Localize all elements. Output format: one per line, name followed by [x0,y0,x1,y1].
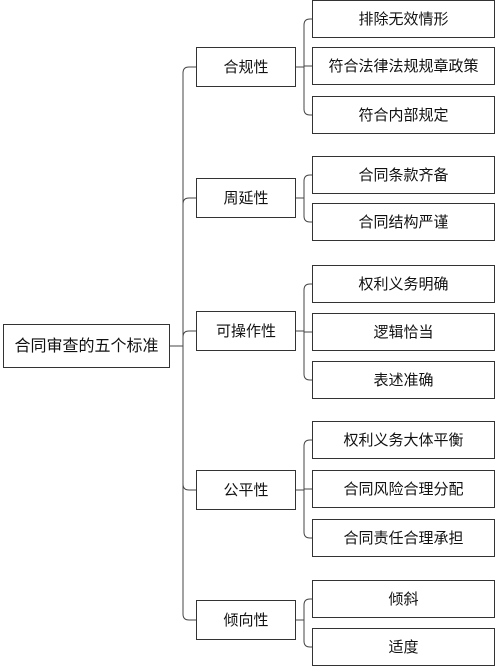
root-connector-branch [182,197,196,205]
leaf-node: 权利义务明确 [312,265,495,303]
leaf-node: 符合内部规定 [312,96,495,134]
category-1-connector-branch [303,215,312,223]
category-node: 周延性 [196,178,296,218]
category-3-connector-branch [303,439,312,447]
root-connector-branch [182,613,196,621]
leaf-node: 排除无效情形 [312,0,495,38]
root-node: 合同审查的五个标准 [3,324,170,368]
category-2-connector-branch [303,283,312,291]
category-4-connector-branch [303,598,312,606]
root-connector-branch [182,483,196,491]
root-connector-branch [182,330,196,338]
leaf-node: 适度 [312,628,495,666]
leaf-node: 合同条款齐备 [312,156,495,194]
leaf-node: 权利义务大体平衡 [312,421,495,459]
category-node: 可操作性 [196,311,296,351]
category-0-connector-branch [303,108,312,116]
category-node: 公平性 [196,470,296,510]
root-connector-branch [182,66,196,74]
category-0-connector-branch [303,18,312,26]
leaf-node: 合同风险合理分配 [312,470,495,508]
category-node: 倾向性 [196,600,296,640]
category-2-connector-branch [303,373,312,381]
category-node: 合规性 [196,47,296,87]
leaf-node: 表述准确 [312,361,495,399]
category-4-connector-branch [303,640,312,648]
leaf-node: 倾斜 [312,580,495,618]
leaf-node: 合同结构严谨 [312,203,495,241]
leaf-node: 符合法律法规规章政策 [312,47,495,85]
leaf-node: 合同责任合理承担 [312,519,495,557]
category-3-connector-branch [303,531,312,539]
category-1-connector-branch [303,174,312,182]
leaf-node: 逻辑恰当 [312,313,495,351]
